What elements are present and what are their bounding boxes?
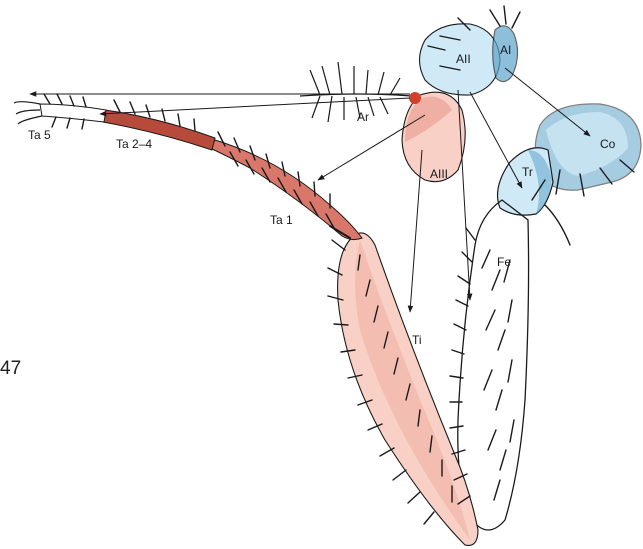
pointer-tr [470,92,522,188]
label-ta1: Ta 1 [270,213,293,227]
label-ta5: Ta 5 [28,128,51,142]
label-ta2-4: Ta 2–4 [116,137,152,151]
tibia [338,233,478,545]
label-trochanter: Tr [522,165,533,179]
label-antenna-ii: AII [456,52,471,66]
label-coxa: Co [600,137,616,151]
figure-number: 47 [0,358,21,379]
label-tibia: Ti [412,333,422,347]
label-antenna-i: AI [500,43,511,57]
arista [300,62,412,122]
tarsus-5 [14,102,106,124]
label-antenna-iii: AIII [430,167,448,181]
femur [458,200,529,530]
label-femur: Fe [497,255,511,269]
label-arista: Ar [357,110,369,124]
